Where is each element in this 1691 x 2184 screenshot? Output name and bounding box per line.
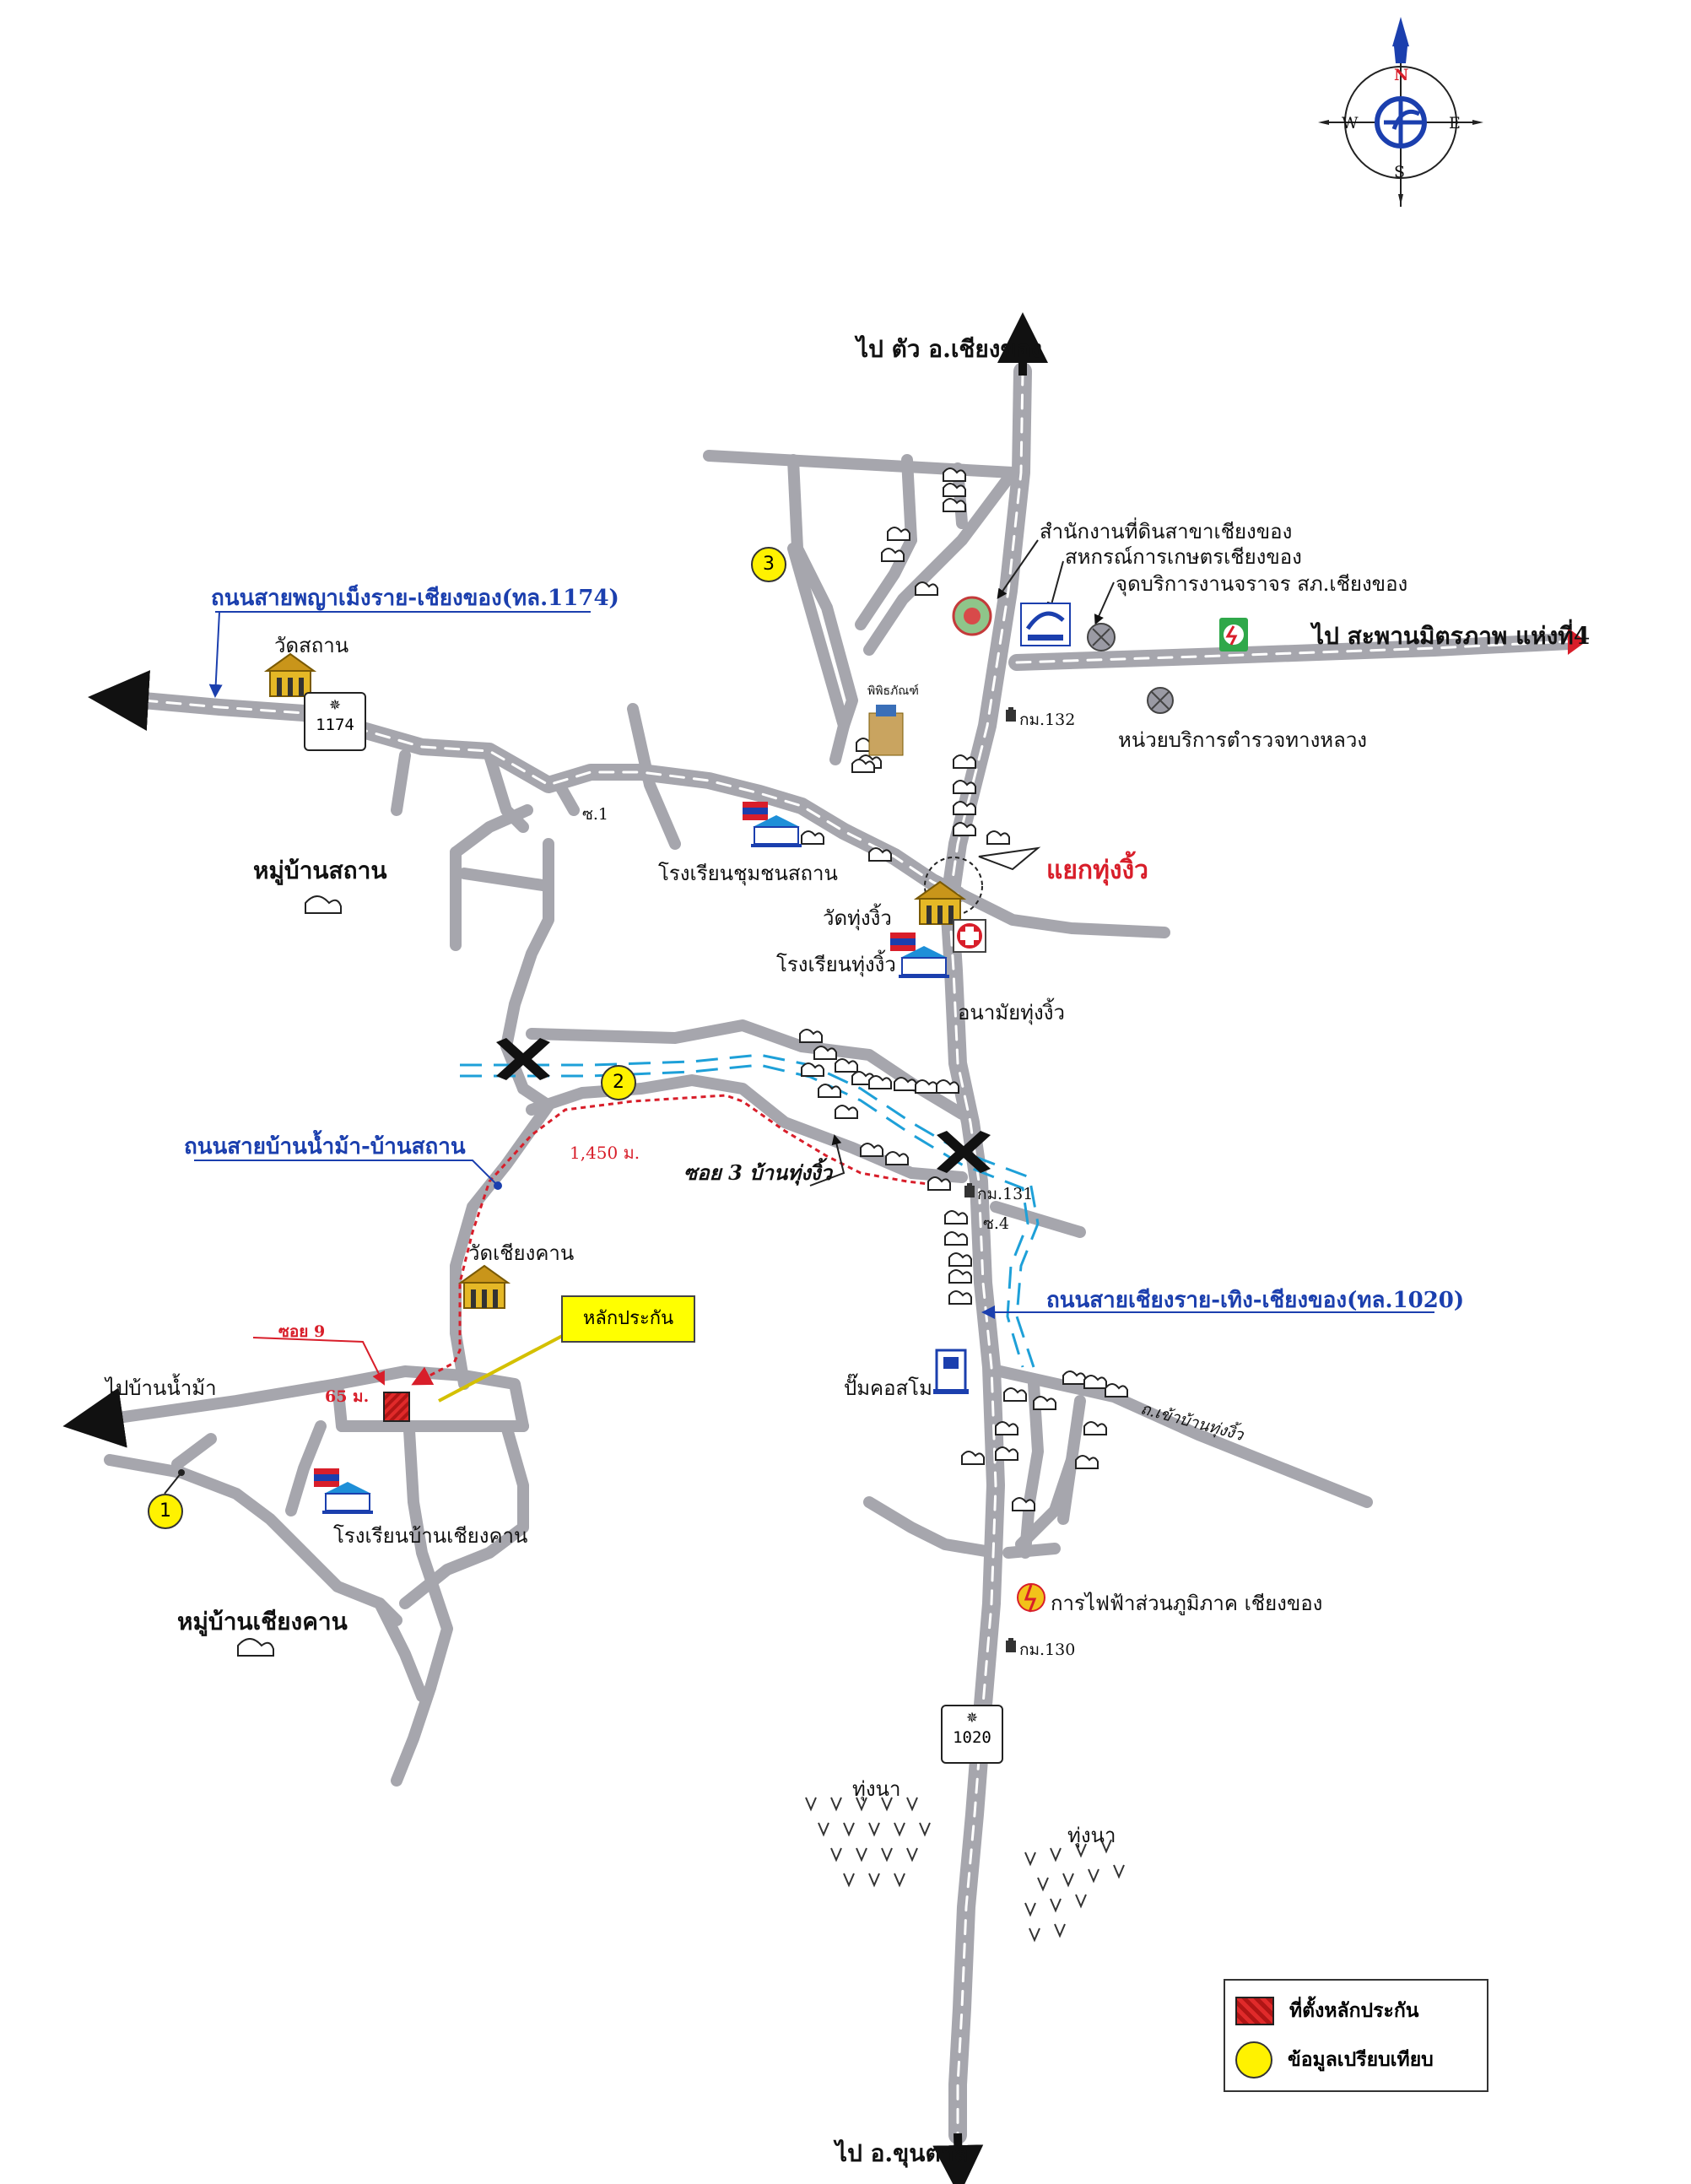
pea-icon [1017, 1583, 1045, 1613]
highway-police-icon [1147, 687, 1174, 714]
collateral-swatch [1235, 1997, 1274, 2025]
wat-sathan-label: วัดสถาน [274, 634, 349, 657]
highway-shield-1174: ✵ 1174 [304, 692, 366, 751]
highway-police-label: หน่วยบริการตำรวจทางหลวง [1118, 728, 1368, 752]
wat-chiang-khan-label: วัดเชียงคาน [468, 1241, 575, 1265]
leader-1174 [208, 611, 223, 698]
leader-intersection [978, 846, 1041, 871]
leader-land-office [997, 539, 1039, 599]
leader-marker1 [164, 1472, 182, 1495]
east-arrow-head [1568, 628, 1586, 655]
legend-row-collateral: ที่ตั้งหลักประกัน [1235, 1996, 1418, 2026]
km-132-label: กม.132 [1019, 711, 1076, 729]
shield-number: 1174 [316, 716, 354, 734]
health-station-label: อนามัยทุ่งงิ้ว [958, 1001, 1065, 1024]
rice-field-left-label: ทุ่งนา [852, 1777, 901, 1801]
compass-w-label: W [1342, 114, 1359, 132]
compass-icon [1318, 17, 1483, 207]
school-thung-ngio-label: โรงเรียนทุ่งงิ้ว [776, 953, 896, 976]
minor-roads [104, 450, 1373, 1787]
km-130-label: กม.130 [1019, 1641, 1076, 1659]
leader-namma-dot [494, 1181, 502, 1190]
land-office-label: สำนักงานที่ดินสาขาเชียงของ [1040, 520, 1293, 543]
west-arrow-1174 [88, 670, 150, 731]
leader-police [1094, 581, 1115, 625]
soi-4-label: ซ.4 [983, 1214, 1010, 1233]
school-icon [743, 802, 802, 847]
electricity-icon [1219, 618, 1248, 651]
direction-north-label: ไป ตัว อ.เชียงของ [856, 335, 1043, 363]
direction-west-label: ไปบ้านน้ำม้า [105, 1376, 217, 1400]
legend-comparison-label: ข้อมูลเปรียบเทียบ [1288, 2048, 1434, 2071]
health-station-icon [953, 919, 986, 953]
dist-65-label: 65 ม. [325, 1387, 370, 1406]
rice-field-right-label: ทุ่งนา [1067, 1824, 1116, 1847]
legend-row-comparison: ข้อมูลเปรียบเทียบ [1235, 2041, 1434, 2079]
wat-thung-ngio-label: วัดทุ่งงิ้ว [823, 906, 892, 930]
temple-icon [263, 652, 317, 697]
gas-station-label: ปั๊มคอสโม [844, 1376, 932, 1400]
garuda-icon: ✵ [966, 1706, 978, 1727]
highway-shield-1020: ✵ 1020 [941, 1705, 1003, 1764]
coop-icon [1020, 603, 1071, 646]
comparison-marker-3: 3 [751, 547, 786, 582]
collateral-parcel [383, 1392, 410, 1422]
school-chiang-khan-label: โรงเรียนบ้านเชียงคาน [333, 1524, 528, 1548]
leader-namma [194, 1160, 499, 1187]
direction-south-label: ไป อ.ขุนตาล [835, 2139, 969, 2167]
garuda-icon: ✵ [329, 694, 341, 715]
collateral-callout-text: หลักประกัน [582, 1308, 674, 1329]
gas-station-icon [933, 1349, 969, 1394]
intersection-ring [924, 857, 983, 916]
comparison-swatch [1235, 2041, 1272, 2079]
south-arrow [932, 2133, 984, 2184]
bridge-icon [496, 1038, 550, 1080]
km-131-label: กม.131 [977, 1185, 1034, 1203]
road-1174-label: ถนนสายพญาเม็งราย-เชียงของ(ทล.1174) [211, 586, 619, 611]
collateral-callout: หลักประกัน [561, 1295, 695, 1343]
comparison-marker-2: 2 [601, 1065, 636, 1100]
soi-9-label: ซอย 9 [278, 1322, 326, 1341]
temple-icon [457, 1264, 511, 1309]
legend-collateral-label: ที่ตั้งหลักประกัน [1289, 1999, 1419, 2022]
land-office-icon [952, 596, 992, 636]
leader-soi3 [809, 1134, 846, 1187]
school-chumchon-sathan-label: โรงเรียนชุมชนสถาน [658, 862, 838, 885]
leader-coop [1046, 560, 1064, 613]
soi-1-label: ซ.1 [582, 805, 609, 824]
school-icon [314, 1468, 373, 1514]
road-namma-label: ถนนสายบ้านน้ำม้า-บ้านสถาน [184, 1134, 466, 1160]
rice-field-icons [805, 1797, 1125, 1943]
village-chiang-khan-label: หมู่บ้านเชียงคาน [177, 1608, 348, 1635]
stream [460, 1053, 1040, 1368]
museum-label: พิพิธภัณฑ์ [867, 684, 919, 698]
shield-number: 1020 [953, 1728, 991, 1747]
school-icon [890, 933, 949, 978]
west-arrow-namma [62, 1387, 127, 1448]
leader-soi9 [252, 1337, 385, 1386]
compass-s-label: S [1394, 163, 1406, 181]
village-sathan-label: หมู่บ้านสถาน [253, 857, 387, 884]
village-icon [237, 895, 342, 1657]
distance-1450-label: 1,450 ม. [570, 1143, 640, 1163]
police-service-label: จุดบริการงานจราจร สภ.เชียงของ [1116, 572, 1408, 596]
police-icon [1087, 623, 1116, 651]
bridge-icon [937, 1131, 991, 1173]
compass-n-label: N [1394, 66, 1409, 84]
km-post-icon [964, 707, 1016, 1652]
compass-e-label: E [1449, 114, 1461, 132]
direction-east-label: ไป สะพานมิตรภาพ แห่งที่4 [1312, 622, 1591, 650]
comparison-marker-1: 1 [148, 1494, 183, 1529]
intersection-label: แยกทุ่งงิ้ว [1046, 856, 1148, 885]
pea-office-label: การไฟฟ้าส่วนภูมิภาค เชียงของ [1051, 1592, 1323, 1615]
road-1020-label: ถนนสายเชียงราย-เทิง-เชียงของ(ทล.1020) [1046, 1288, 1465, 1313]
coop-label: สหกรณ์การเกษตรเชียงของ [1065, 545, 1302, 569]
soi-3-label: ซอย 3 บ้านทุ่งงิ้ว [683, 1160, 833, 1185]
map-legend: ที่ตั้งหลักประกัน ข้อมูลเปรียบเทียบ [1224, 1979, 1488, 2092]
route-to-collateral [411, 1094, 944, 1386]
museum-icon [868, 705, 904, 756]
